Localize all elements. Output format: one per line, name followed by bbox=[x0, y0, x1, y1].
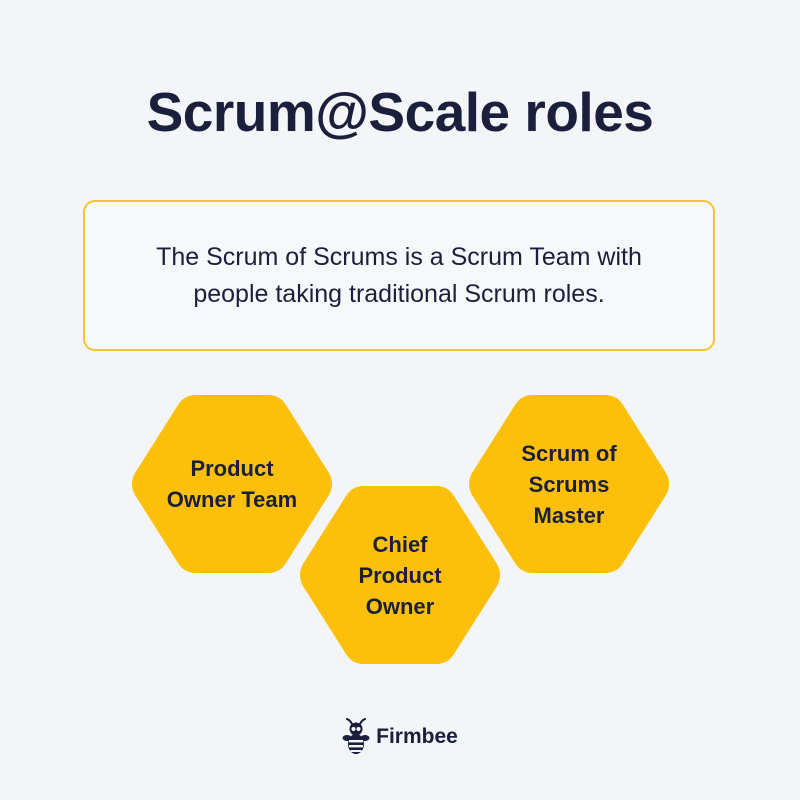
role-label: Chief Product Owner bbox=[358, 531, 442, 619]
hexagon-shape bbox=[300, 486, 500, 664]
description-text: The Scrum of Scrums is a Scrum Team with… bbox=[156, 242, 642, 308]
brand-name: Firmbee bbox=[376, 725, 458, 748]
page-title: Scrum@Scale roles bbox=[146, 81, 654, 143]
bee-mascot-icon bbox=[342, 718, 370, 754]
description-box: The Scrum of Scrums is a Scrum Team with… bbox=[83, 200, 715, 351]
role-label: Product Owner Team bbox=[166, 456, 298, 512]
role-scrum-of-scrums-master: Scrum of Scrums Master bbox=[467, 393, 671, 575]
hexagon-shape bbox=[132, 395, 332, 573]
role-product-owner-team: Product Owner Team bbox=[130, 393, 334, 575]
role-chief-product-owner: Chief Product Owner bbox=[298, 484, 502, 666]
brand: Firmbee bbox=[0, 718, 800, 756]
role-label: Scrum of Scrums Master bbox=[521, 440, 617, 528]
hexagon-shape bbox=[469, 395, 669, 573]
